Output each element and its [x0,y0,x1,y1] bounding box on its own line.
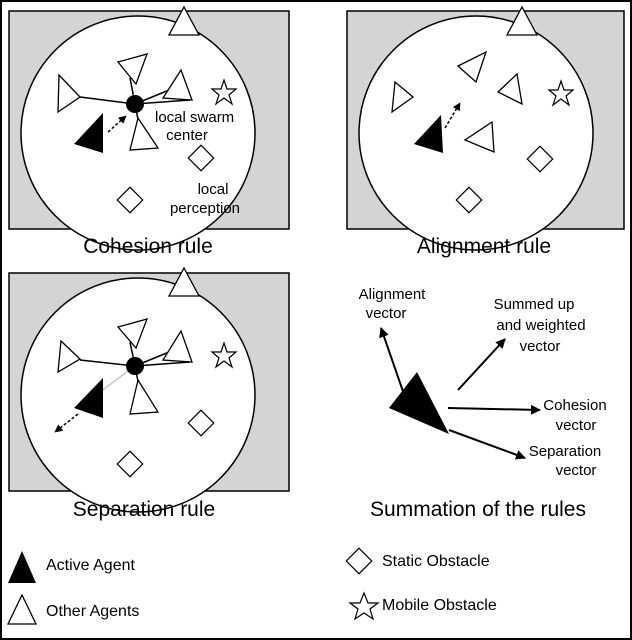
other-agent-icon [129,116,160,151]
legend-mobile-obstacle-icon [348,591,380,621]
other-agent-icon [116,318,149,350]
swarm-center-label-1: local swarm [155,109,234,126]
cohesion-vector-arrow [447,404,541,415]
other-agent-icon [463,120,495,154]
perception-label-1: local [198,181,229,198]
cohesion-vector-label-2: vector [556,417,597,434]
other-agent-icon [167,266,201,297]
other-agent-icon [391,80,415,114]
summation-caption: Summation of the rules [370,498,586,521]
swarm-center-dot [126,357,144,375]
mobile-obstacle-icon [210,341,238,369]
other-agent-icon [505,5,539,36]
active-agent-icon [74,378,103,418]
static-obstacle-icon [116,450,144,478]
static-obstacle-icon [116,186,144,214]
summed-vector-label-3: vector [520,338,561,355]
swarm-center-dot [126,95,144,113]
static-obstacle-icon [455,186,483,214]
other-agent-icon [116,53,149,86]
static-obstacle-icon [187,144,215,172]
mobile-obstacle-icon [210,78,238,106]
cohesion-direction-arrow [107,115,127,133]
alignment-caption: Alignment rule [417,235,551,258]
cohesion-caption: Cohesion rule [83,235,213,258]
summed-vector-label-2: and weighted [496,317,585,334]
alignment-vector-label-1: Alignment [359,286,427,303]
other-agent-icon [161,68,193,101]
mobile-obstacle-icon [547,79,575,107]
other-agent-icon [456,50,488,84]
alignment-vector-label-2: vector [366,305,407,322]
summed-vector-label-1: Summed up [494,296,575,313]
static-obstacle-icon [187,409,215,437]
static-obstacle-icon [526,145,554,173]
separation-vector-arrow [448,429,526,460]
perception-label-2: perception [170,200,240,217]
cohesion-panel: local swarm center local perception Cohe… [8,5,290,258]
swarm-center-label-2: center [166,127,208,144]
legend-mobile-obstacle-label: Mobile Obstacle [382,597,497,614]
alignment-vector-arrow [379,327,407,401]
legend: Active Agent Other Agents Static Obstacl… [6,547,497,625]
other-agent-icon [129,378,160,415]
legend-other-agents-label: Other Agents [46,603,139,620]
other-agent-icon [496,72,523,106]
active-agent-icon [414,115,443,153]
summation-panel: Alignment vector Summed up and weighted … [359,286,607,521]
other-agent-icon [161,329,193,363]
legend-static-obstacle-icon [345,547,373,575]
active-agent-icon-large [389,372,449,434]
other-agent-icon [57,339,82,374]
separation-caption: Separation rule [73,498,215,521]
separation-vector-label-1: Separation [529,443,602,460]
legend-other-agents-icon [6,593,38,625]
other-agent-icon [57,73,81,114]
active-agent-icon [74,113,103,153]
separation-vector-label-2: vector [556,462,597,479]
separation-panel: Separation rule [8,266,290,521]
legend-active-agent-icon [8,551,36,583]
cohesion-vector-label-1: Cohesion [543,397,606,414]
summed-vector-arrow [457,338,506,391]
other-agent-icon [167,5,201,36]
legend-static-obstacle-label: Static Obstacle [382,553,490,570]
legend-active-agent-label: Active Agent [46,557,136,574]
alignment-panel: Alignment rule [346,5,625,258]
